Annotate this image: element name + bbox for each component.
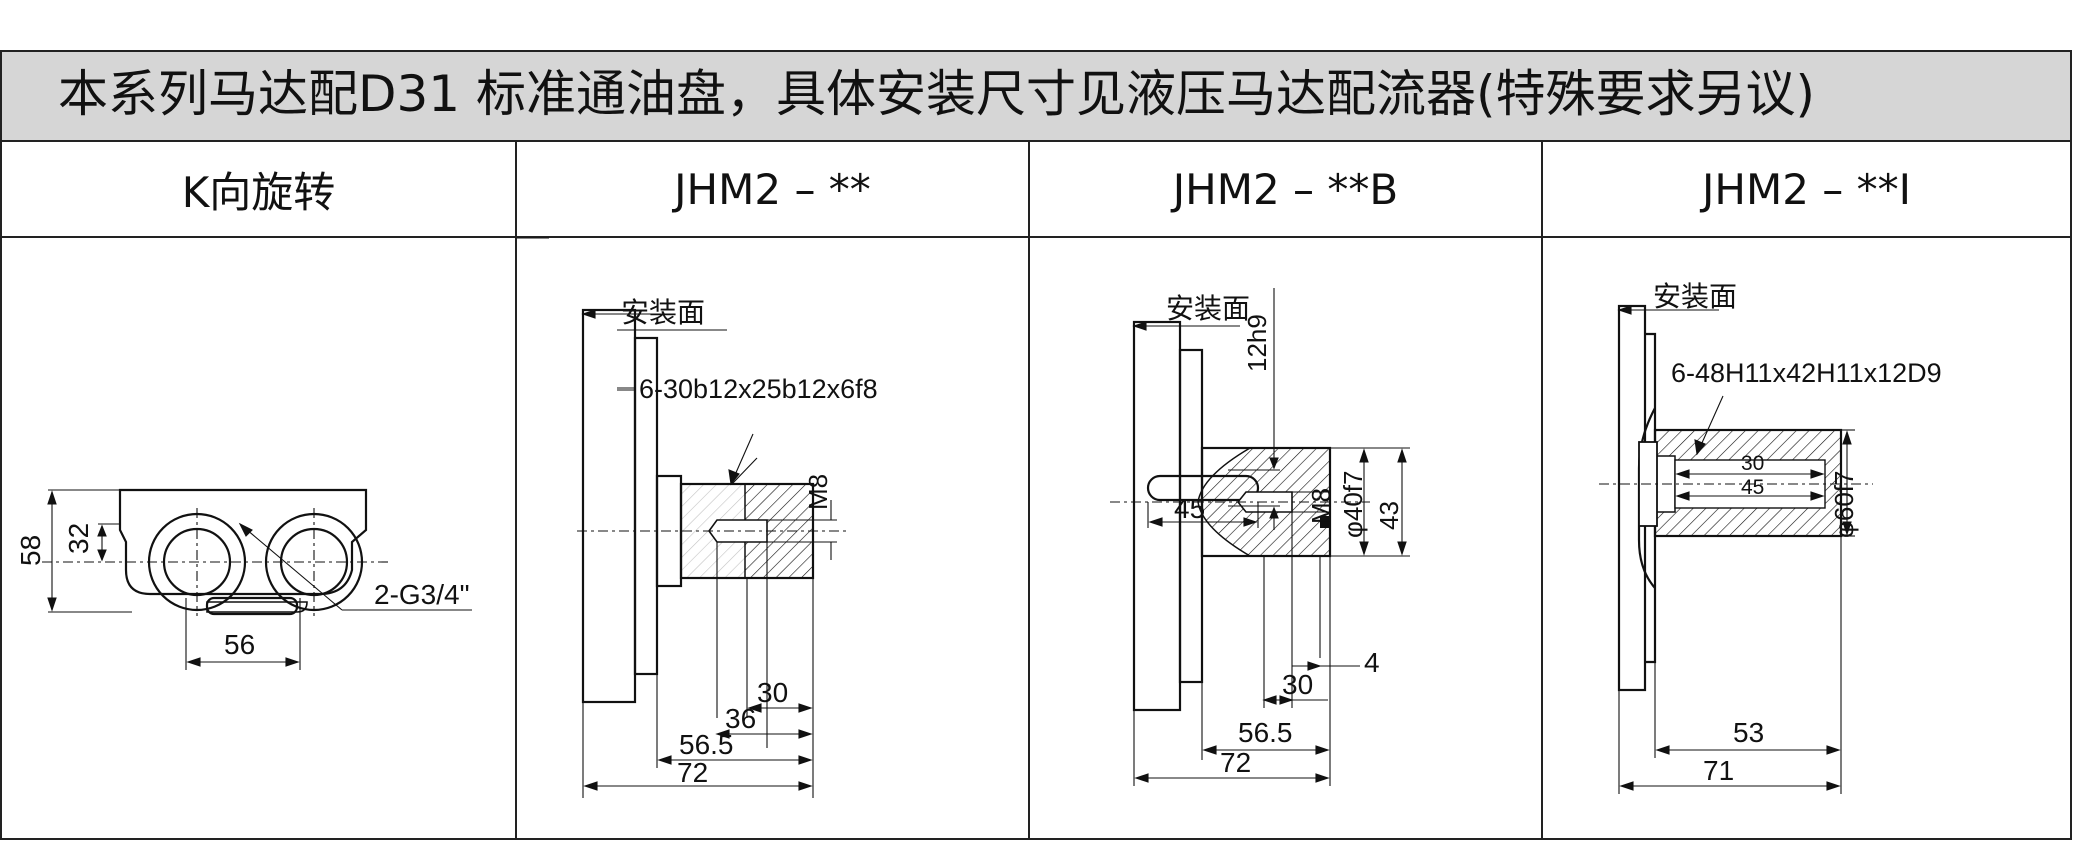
key-length-45: 45 [1174,493,1205,524]
header-jhm2-b: JHM2 – **B [1030,142,1541,238]
jhm2-i-drawing: 安装面 6-48H11x42H11x12D9 30 45 φ60f7 53 71 [1599,281,1942,794]
spec-table: 本系列马达配D31 标准通油盘，具体安装尺寸见液压马达配流器(特殊要求另议) K… [0,50,2072,840]
jhm2-cell: 安装面 6-30b12x25b12x6f8 M8 30 36 56.5 72 [517,237,1028,838]
dim-56: 56 [224,629,255,660]
dim-32: 32 [63,523,94,554]
thread-m8: M8 [1306,488,1336,524]
dim-56-5: 56.5 [679,729,734,760]
dim-43: 43 [1374,501,1404,530]
bore-dia-60f7: φ60f7 [1829,471,1859,538]
column-divider [1541,142,1543,838]
table-title: 本系列马达配D31 标准通油盘，具体安装尺寸见液压马达配流器(特殊要求另议) [58,65,1816,123]
dim-53: 53 [1733,717,1764,748]
jhm2-i-cell: 安装面 6-48H11x42H11x12D9 30 45 φ60f7 53 71 [1543,238,2070,838]
port-label: 2-G3/4" [374,579,470,610]
dim-4: 4 [1364,647,1380,678]
spline-label: 6-48H11x42H11x12D9 [1671,358,1942,388]
dim-30: 30 [1282,669,1313,700]
spline-label: 6-30b12x25b12x6f8 [639,374,878,404]
column-divider [1028,142,1030,838]
title-bar: 本系列马达配D31 标准通油盘，具体安装尺寸见液压马达配流器(特殊要求另议) [2,52,2070,142]
mount-face-label: 安装面 [1166,293,1250,324]
dim-58: 58 [15,535,46,566]
inner-dim-30: 30 [1741,452,1764,475]
dim-36: 36 [725,703,756,734]
k-view-cell: 58 32 56 2-G3/4" [2,238,515,838]
dim-72: 72 [1220,747,1251,778]
mount-face-label: 安装面 [1653,281,1737,312]
jhm2-drawing: 安装面 6-30b12x25b12x6f8 M8 30 36 56.5 72 [517,237,878,798]
inner-dim-45: 45 [1741,476,1764,499]
dim-71: 71 [1703,755,1734,786]
jhm2-b-cell: 安装面 12h9 45 M8 φ40f7 43 4 30 56.5 72 [1030,238,1541,838]
dim-56-5: 56.5 [1238,717,1293,748]
mount-face-label: 安装面 [621,297,705,328]
column-divider [515,142,517,838]
dim-30: 30 [757,677,788,708]
jhm2-b-drawing: 安装面 12h9 45 M8 φ40f7 43 4 30 56.5 72 [1110,288,1410,786]
thread-m8: M8 [803,474,833,510]
header-jhm2: JHM2 – ** [517,142,1028,238]
key-width-12h9: 12h9 [1242,314,1272,372]
header-jhm2-i: JHM2 – **I [1543,142,2070,238]
k-view-drawing: 58 32 56 2-G3/4" [15,488,472,670]
dim-72: 72 [677,757,708,788]
shaft-dia-40f7: φ40f7 [1338,471,1368,538]
header-k-rotation: K向旋转 [2,142,515,238]
